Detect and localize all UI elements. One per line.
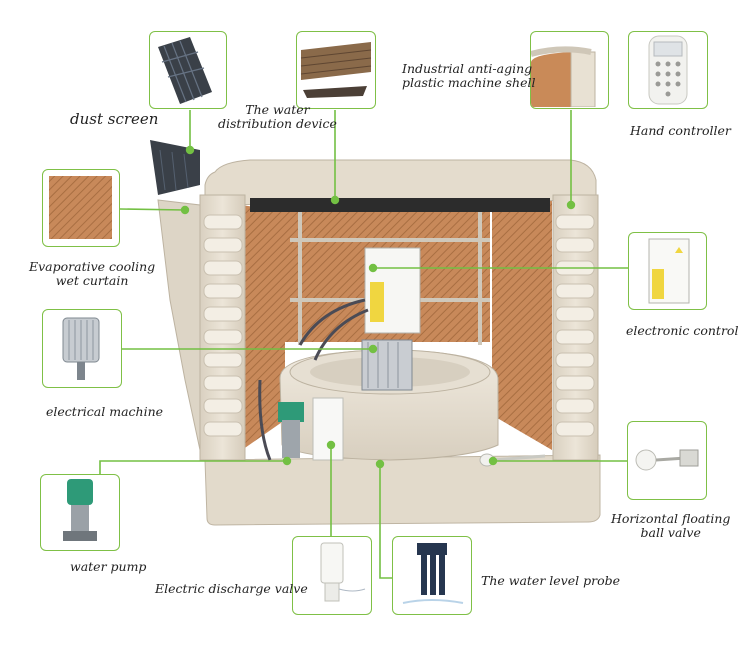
discharge-valve-in-machine [312,397,344,461]
label-electrical-machine: electrical machine [46,404,164,419]
right-wet-curtain [492,200,552,450]
electrical-machine-thumb [42,309,122,388]
control-box [364,247,421,334]
wet-curtain-thumb [42,169,120,247]
label-water-pump: water pump [70,559,147,574]
dot-dust-screen [185,145,195,155]
hand-controller-thumb [628,31,708,109]
label-electronic-control: electronic control [626,323,739,338]
label-water-level-probe: The water level probe [481,573,621,588]
machine-shell-thumb [530,31,609,109]
dot-ball-valve [488,456,498,466]
water-distribution-thumb [296,31,376,109]
dot-water-level-probe [375,459,385,469]
left-shell-wall [199,194,246,461]
water-level-probe-thumb [392,536,472,615]
label-water-distribution: The water distribution device [218,102,337,132]
dot-shell [566,200,576,210]
cables [258,298,369,461]
label-wet-curtain: Evaporative cooling wet curtain [29,259,156,289]
dot-wet-curtain [180,205,190,215]
label-ball-valve: Horizontal floating ball valve [611,511,731,541]
dot-electrical-machine [368,344,378,354]
leader-lines [99,110,628,579]
open-side-panel [150,140,201,451]
water-pump-thumb [40,474,120,551]
left-wet-curtain [242,205,285,450]
label-machine-shell: Industrial anti-aging plastic machine sh… [402,61,536,91]
label-dust-screen: dust screen [70,110,159,128]
electronic-control-thumb [628,232,707,310]
leader-dots [180,145,576,469]
dot-discharge-valve [326,440,336,450]
water-pump-in-machine [278,402,304,458]
machine-shell-top [204,159,597,212]
label-discharge-valve: Electric discharge valve [155,581,308,596]
discharge-valve-thumb [292,536,372,615]
dot-electronic-control [368,263,378,273]
dot-water-pump [282,456,292,466]
dot-water-distribution [330,195,340,205]
ball-valve-thumb [627,421,707,500]
machine-base [204,454,601,526]
right-shell-wall [552,194,599,461]
dust-screen-thumb [149,31,227,109]
label-hand-controller: Hand controller [630,123,731,138]
